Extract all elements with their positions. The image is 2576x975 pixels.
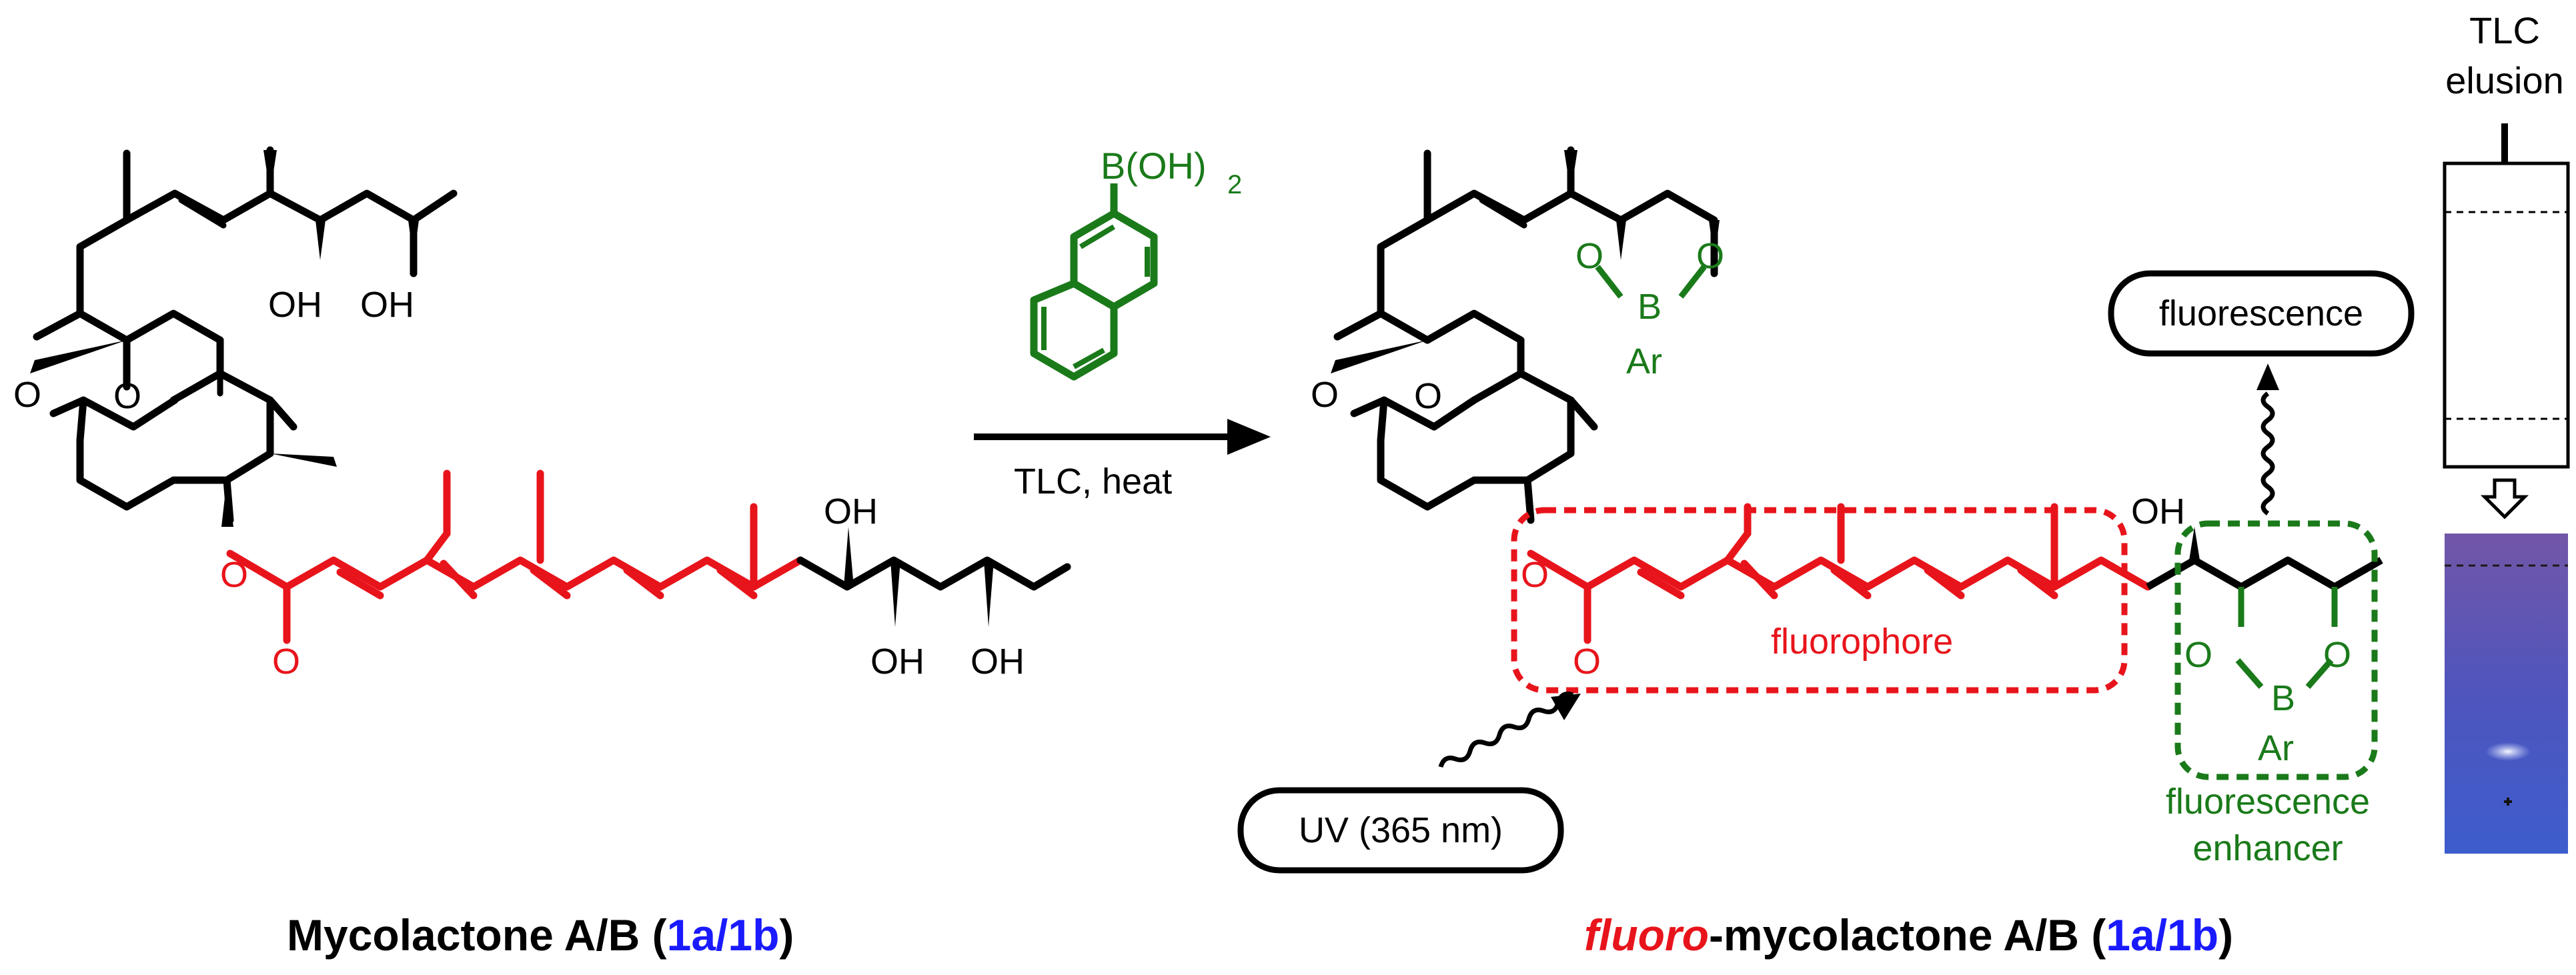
tlc-label-line2: elusion	[2445, 59, 2563, 101]
right-compound-title: fluoro-mycolactone A/B (1a/1b)	[1584, 910, 2233, 960]
left-title-close: )	[779, 910, 794, 960]
fluoro-mycolactone-labels: O O	[1311, 375, 1442, 416]
left-compound-title: Mycolactone A/B (1a/1b)	[287, 910, 794, 960]
enhancer-label-line2: enhancer	[2192, 828, 2343, 868]
fluorescence-wavy-arrow	[2257, 363, 2279, 516]
mycolactone-ring-labels: O O OH OH	[13, 285, 414, 416]
reagent-formula: B(OH) 2	[1101, 145, 1242, 199]
fluoro-ester-carbonyl: O	[1573, 642, 1601, 682]
enhancer-box	[2174, 520, 2378, 780]
upper-boronate-oxygen-2: O	[1696, 236, 1724, 276]
right-title-code: 1a/1b	[2106, 910, 2218, 960]
fluoro-chain	[1527, 503, 2152, 644]
fluoro-ester-labels: O O	[1521, 555, 1601, 682]
upper-boronate-boron: B	[1638, 287, 1662, 327]
tlc-origin-mark-icon	[2504, 798, 2512, 806]
enhancer-label-line1: fluorescence	[2166, 782, 2370, 822]
fluoro-tail-wedge	[2189, 527, 2200, 560]
mycolactone-tail-labels: OH OH OH	[824, 492, 1025, 682]
fluoro-ester-oxygen: O	[1521, 555, 1549, 595]
upper-boronate-aryl: Ar	[1626, 341, 1662, 381]
hydroxyl-label-2: OH	[360, 285, 414, 325]
mycolactone-wedges	[30, 150, 419, 527]
tail-hydroxyl-label-3: OH	[971, 642, 1025, 682]
lower-boronate-boron: B	[2271, 678, 2295, 718]
mycolactone-tail	[796, 556, 1071, 591]
fluorophore-box	[1511, 507, 2128, 694]
tail-hydroxyl-label-1: OH	[824, 492, 878, 532]
boronic-acid-label: B(OH)	[1101, 145, 1207, 187]
ring-oxygen-carbonyl-label: O	[13, 375, 41, 415]
fluoro-ring-ester-label: O	[1414, 376, 1442, 416]
ring-oxygen-ester-label: O	[113, 376, 141, 416]
fluoro-mycolactone-structure	[1333, 146, 1718, 524]
upper-boronate-oxygen-1: O	[1575, 236, 1603, 276]
right-title-close: )	[2218, 910, 2233, 960]
mycolactone-fluorophore-chain	[226, 469, 804, 644]
tlc-fluorescent-spot	[2485, 742, 2531, 761]
tlc-plate-photo	[2445, 534, 2568, 854]
fluorophore-label: fluorophore	[1771, 622, 1953, 662]
tlc-label-line1: TLC	[2469, 9, 2540, 51]
right-title-name: -mycolactone A/B (	[1709, 910, 2106, 960]
uv-label: UV (365 nm)	[1299, 810, 1503, 850]
fluoro-ring-carbonyl-label: O	[1311, 375, 1339, 415]
ester-carbonyl-label: O	[272, 642, 300, 682]
boronic-acid-subscript: 2	[1227, 170, 1242, 199]
hydroxyl-label-1: OH	[268, 285, 322, 325]
reaction-arrow	[974, 419, 1271, 455]
lower-boronate-oxygen-1: O	[2184, 635, 2212, 675]
enhancer-label: fluorescence enhancer	[2166, 782, 2370, 868]
mycolactone-tail-wedges	[844, 527, 994, 627]
uv-wavy-arrow	[1438, 692, 1581, 768]
mycolactone-ester-labels: O O	[220, 555, 300, 682]
fluoro-mycolactone-wedges	[1331, 150, 1720, 373]
fluoro-tail-hydroxyl: OH	[2131, 492, 2185, 532]
lower-boronate-ester	[2235, 587, 2338, 689]
reaction-conditions: TLC, heat	[1014, 461, 1172, 502]
tlc-down-arrow-icon	[2480, 478, 2529, 520]
ester-oxygen-label: O	[220, 555, 248, 595]
lower-boronate-oxygen-2: O	[2323, 635, 2351, 675]
lower-boronate-labels: O O B Ar	[2184, 635, 2351, 768]
reagent-naphthylboronic-acid	[1030, 183, 1158, 381]
uv-box	[1237, 787, 1564, 874]
right-title-prefix: fluoro	[1584, 910, 1709, 960]
left-title-code: 1a/1b	[667, 910, 780, 960]
lower-boronate-aryl: Ar	[2258, 728, 2294, 768]
upper-boronate-labels: O O B Ar	[1575, 236, 1724, 381]
fluoro-tail	[2146, 556, 2383, 591]
tail-hydroxyl-label-2: OH	[870, 642, 924, 682]
tlc-plate-outline	[2443, 161, 2570, 469]
fluorescence-label: fluorescence	[2159, 293, 2363, 333]
tlc-header: TLC elusion	[2445, 9, 2563, 101]
left-title-name: Mycolactone A/B (	[287, 910, 667, 960]
mycolactone-structure	[33, 146, 458, 524]
fluorescence-box	[2108, 270, 2415, 357]
upper-boronate-ester	[1595, 265, 1707, 299]
